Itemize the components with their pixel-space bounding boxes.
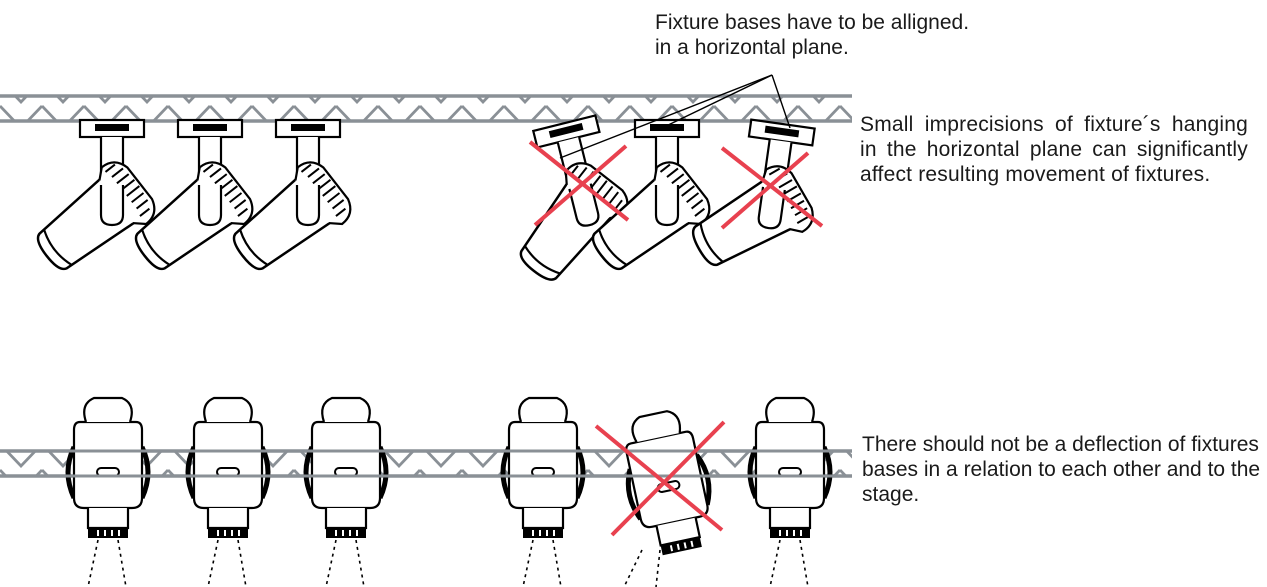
bottom-fixture-correct-2 bbox=[188, 398, 268, 538]
top-fixture-correct-1 bbox=[23, 118, 164, 286]
bottom-fixture-correct-5 bbox=[750, 398, 830, 538]
alignment-pointer-lines bbox=[559, 74, 791, 159]
imprecision-note: Small imprecisions of fixture´s hanging … bbox=[860, 113, 1248, 186]
alignment-note-line1: Fixture bases have to be alligned. bbox=[655, 11, 970, 34]
wrong-mark-top-2 bbox=[720, 146, 824, 230]
bottom-fixture-deflected bbox=[614, 406, 721, 560]
light-beams bbox=[87, 539, 809, 587]
bottom-fixture-correct-1 bbox=[68, 398, 148, 538]
alignment-note-line2: in a horizontal plane. bbox=[655, 36, 849, 59]
wrong-mark-bottom bbox=[594, 420, 726, 537]
wrong-mark-top-1 bbox=[528, 140, 630, 227]
bottom-fixture-correct-3 bbox=[306, 398, 386, 538]
deflection-note: There should not be a deflection of fixt… bbox=[862, 433, 1261, 506]
alignment-note: Fixture bases have to be alligned. in a … bbox=[655, 10, 1115, 60]
top-truss bbox=[0, 94, 852, 123]
bottom-fixture-correct-4 bbox=[503, 398, 583, 538]
bottom-truss-front bbox=[0, 449, 852, 478]
